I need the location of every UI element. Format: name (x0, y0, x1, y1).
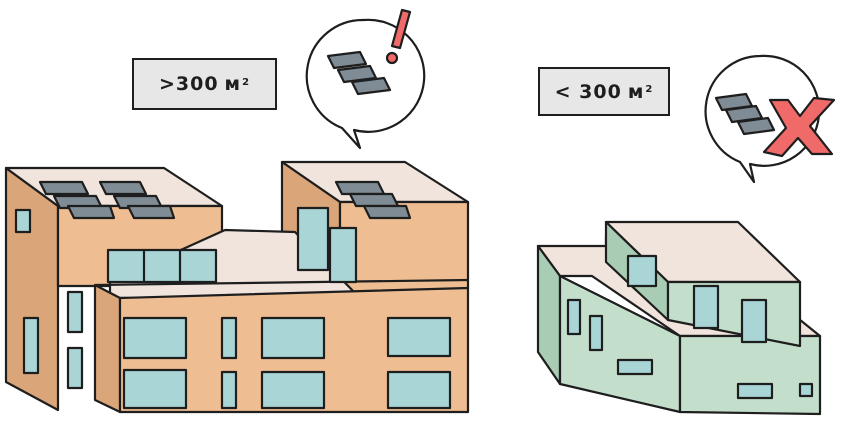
speech-bubble-large (305, 8, 426, 150)
area-value-large: >300 (158, 73, 219, 95)
solar-panels-right-roof (334, 180, 412, 220)
area-exponent-large: 2 (242, 76, 251, 88)
large-building (4, 160, 470, 414)
small-building (536, 220, 822, 416)
area-unit-large: м (224, 73, 242, 95)
area-value-small: < 300 (554, 80, 622, 103)
area-exponent-small: 2 (645, 84, 654, 95)
speech-bubble-small (704, 54, 836, 184)
solar-panels-left-roof (38, 180, 176, 220)
area-unit-small: м (627, 80, 645, 103)
